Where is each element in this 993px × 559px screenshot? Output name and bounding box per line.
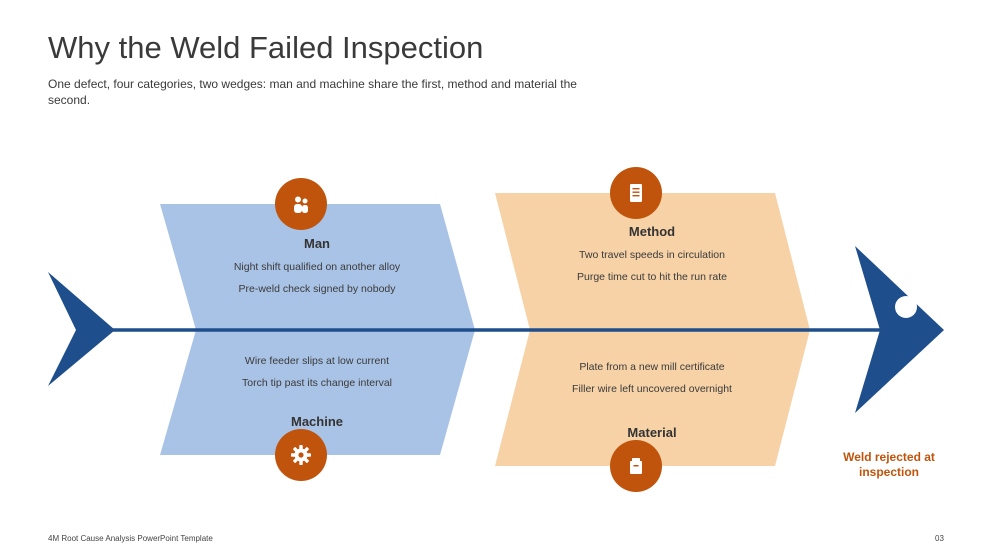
cause-material-2: Filler wire left uncovered overnight xyxy=(572,383,732,395)
fish-tail xyxy=(48,272,115,386)
method-icon-circle xyxy=(610,167,662,219)
effect-line-1: Weld rejected at xyxy=(843,450,935,464)
gear-icon xyxy=(291,445,311,465)
footer-template-name: 4M Root Cause Analysis PowerPoint Templa… xyxy=(48,534,213,543)
people-icon xyxy=(294,196,308,213)
cause-method-1: Two travel speeds in circulation xyxy=(579,249,725,261)
category-label-method: Method xyxy=(628,224,676,239)
cause-material-1: Plate from a new mill certificate xyxy=(579,361,725,373)
slide-subtitle: One defect, four categories, two wedges:… xyxy=(48,77,577,107)
fish-head xyxy=(855,246,944,413)
document-icon xyxy=(630,184,642,202)
effect-line-2: inspection xyxy=(858,465,919,479)
cause-machine-2: Torch tip past its change interval xyxy=(242,377,392,389)
cause-man-1: Night shift qualified on another alloy xyxy=(233,261,401,273)
box-icon xyxy=(630,458,642,474)
machine-icon-circle xyxy=(275,429,327,481)
man-icon-circle xyxy=(275,178,327,230)
category-label-material: Material xyxy=(627,425,677,440)
category-label-machine: Machine xyxy=(290,414,344,429)
cause-machine-1: Wire feeder slips at low current xyxy=(244,355,390,367)
effect-label: Weld rejected at inspection xyxy=(843,450,935,480)
material-icon-circle xyxy=(610,440,662,492)
slide-title: Why the Weld Failed Inspection xyxy=(48,30,484,65)
category-label-man: Man xyxy=(304,236,330,251)
footer-page-number: 03 xyxy=(935,534,944,543)
cause-method-2: Purge time cut to hit the run rate xyxy=(577,271,727,283)
fish-eye xyxy=(895,296,917,318)
cause-man-2: Pre-weld check signed by nobody xyxy=(238,283,396,295)
